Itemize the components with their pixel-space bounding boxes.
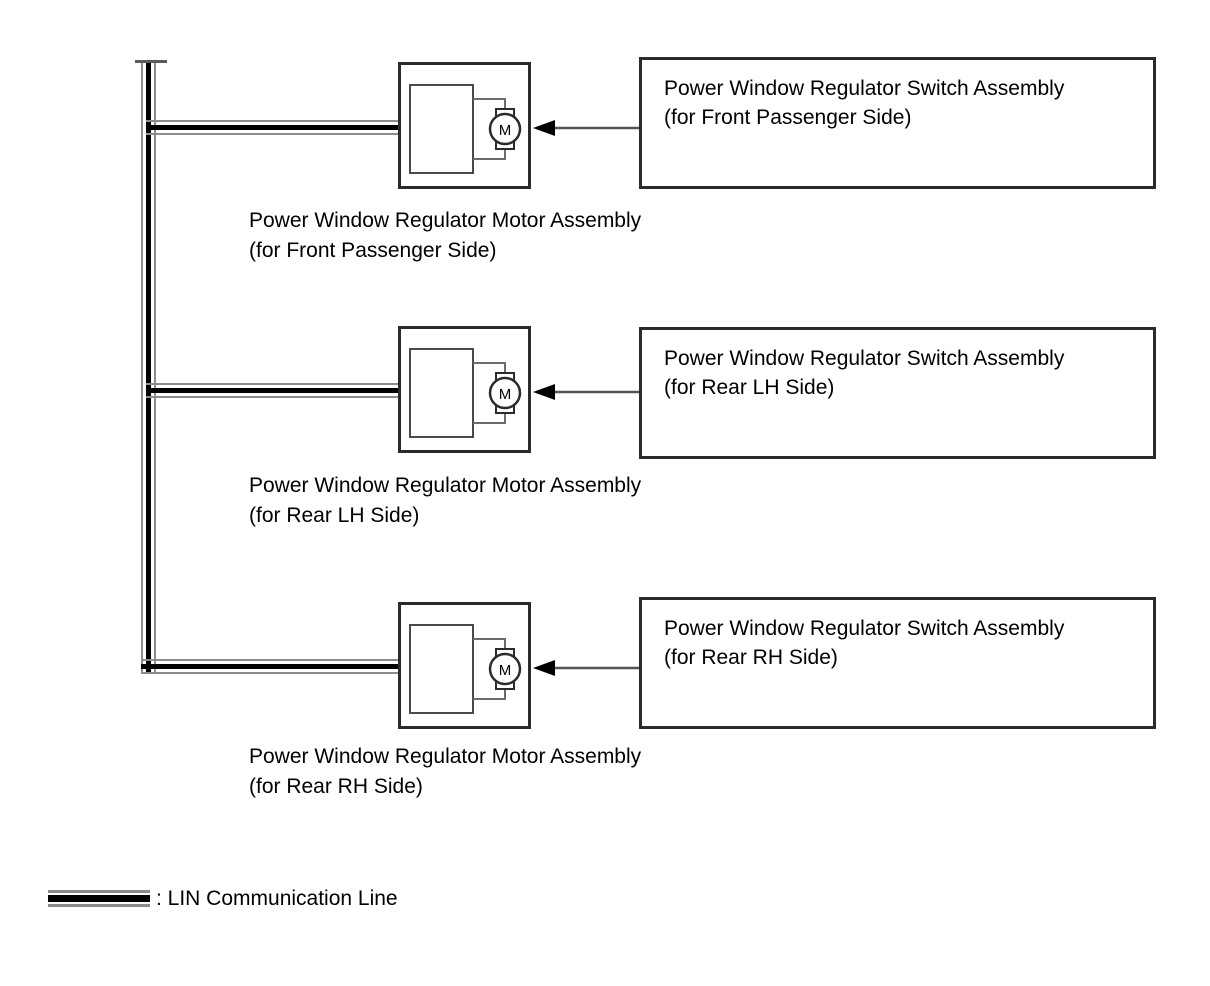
motor-caption-line1-rear-lh: Power Window Regulator Motor Assembly <box>249 474 642 497</box>
motor-symbol-letter-front-passenger: M <box>499 122 512 139</box>
switch-label-line1-rear-rh: Power Window Regulator Switch Assembly <box>664 617 1065 640</box>
switch-assembly-box-rear-rh[interactable]: Power Window Regulator Switch Assembly (… <box>639 597 1156 729</box>
legend: : LIN Communication Line <box>48 888 398 909</box>
motor-caption-line2-front-passenger: (for Front Passenger Side) <box>249 239 497 262</box>
switch-label-line2-rear-lh: (for Rear LH Side) <box>664 376 835 399</box>
lin-trunk-edge-left <box>141 62 143 674</box>
lin-communication-line-swatch <box>48 890 150 907</box>
legend-label: : LIN Communication Line <box>156 887 398 910</box>
switch-label-line1-front-passenger: Power Window Regulator Switch Assembly <box>664 77 1065 100</box>
motor-control-unit-front-passenger <box>409 84 474 174</box>
motor-control-unit-rear-lh <box>409 348 474 438</box>
motor-symbol-letter-rear-rh: M <box>499 662 512 679</box>
lin-trunk-core <box>146 62 151 674</box>
motor-caption-line1-front-passenger: Power Window Regulator Motor Assembly <box>249 209 642 232</box>
lin-trunk-edge-right <box>154 62 156 674</box>
switch-label-line1-rear-lh: Power Window Regulator Switch Assembly <box>664 347 1065 370</box>
motor-caption-line2-rear-lh: (for Rear LH Side) <box>249 504 420 527</box>
motor-symbol-rear-rh: M <box>473 638 522 700</box>
arrow-switch-to-motor-front-passenger <box>533 120 639 136</box>
motor-assembly-box-rear-rh[interactable]: M <box>398 602 531 729</box>
motor-assembly-box-rear-lh[interactable]: M <box>398 326 531 453</box>
lin-branch-1-edge-top <box>146 120 407 122</box>
switch-assembly-box-rear-lh[interactable]: Power Window Regulator Switch Assembly (… <box>639 327 1156 459</box>
lin-branch-front-passenger <box>146 120 407 135</box>
lin-branch-rear-lh <box>146 383 407 398</box>
switch-label-line2-front-passenger: (for Front Passenger Side) <box>664 106 912 129</box>
motor-symbol-rear-lh: M <box>473 362 522 424</box>
lin-bottom-elbow-edge-bottom <box>141 672 407 674</box>
lin-bus-vertical-trunk <box>141 62 156 674</box>
motor-control-unit-rear-rh <box>409 624 474 714</box>
motor-symbol-letter-rear-lh: M <box>499 386 512 403</box>
legend-swatch-core <box>48 895 150 902</box>
lin-branch-2-core <box>146 388 407 393</box>
lin-bus-top-cap <box>135 60 167 63</box>
legend-swatch-edge-top <box>48 890 150 893</box>
switch-assembly-box-front-passenger[interactable]: Power Window Regulator Switch Assembly (… <box>639 57 1156 189</box>
lin-branch-1-edge-bottom <box>146 133 407 135</box>
lin-junction-3 <box>146 664 158 669</box>
motor-caption-front-passenger: Power Window Regulator Motor Assembly (f… <box>249 206 641 266</box>
motor-symbol-front-passenger: M <box>473 98 522 160</box>
motor-caption-line2-rear-rh: (for Rear RH Side) <box>249 775 423 798</box>
arrow-switch-to-motor-rear-lh <box>533 384 639 400</box>
lin-junction-1 <box>146 125 158 130</box>
arrow-switch-to-motor-rear-rh <box>533 660 639 676</box>
lin-junction-2 <box>146 388 158 393</box>
lin-branch-2-edge-top <box>146 383 407 385</box>
lin-bottom-elbow-edge-top <box>141 659 407 661</box>
lin-bottom-elbow-core <box>141 664 407 669</box>
motor-assembly-box-front-passenger[interactable]: M <box>398 62 531 189</box>
lin-bus-bottom-elbow <box>141 659 407 674</box>
lin-branch-1-core <box>146 125 407 130</box>
motor-caption-rear-rh: Power Window Regulator Motor Assembly (f… <box>249 742 641 802</box>
switch-label-line2-rear-rh: (for Rear RH Side) <box>664 646 838 669</box>
lin-branch-2-edge-bottom <box>146 396 407 398</box>
motor-caption-rear-lh: Power Window Regulator Motor Assembly (f… <box>249 471 641 531</box>
legend-swatch-edge-bottom <box>48 904 150 907</box>
motor-caption-line1-rear-rh: Power Window Regulator Motor Assembly <box>249 745 642 768</box>
